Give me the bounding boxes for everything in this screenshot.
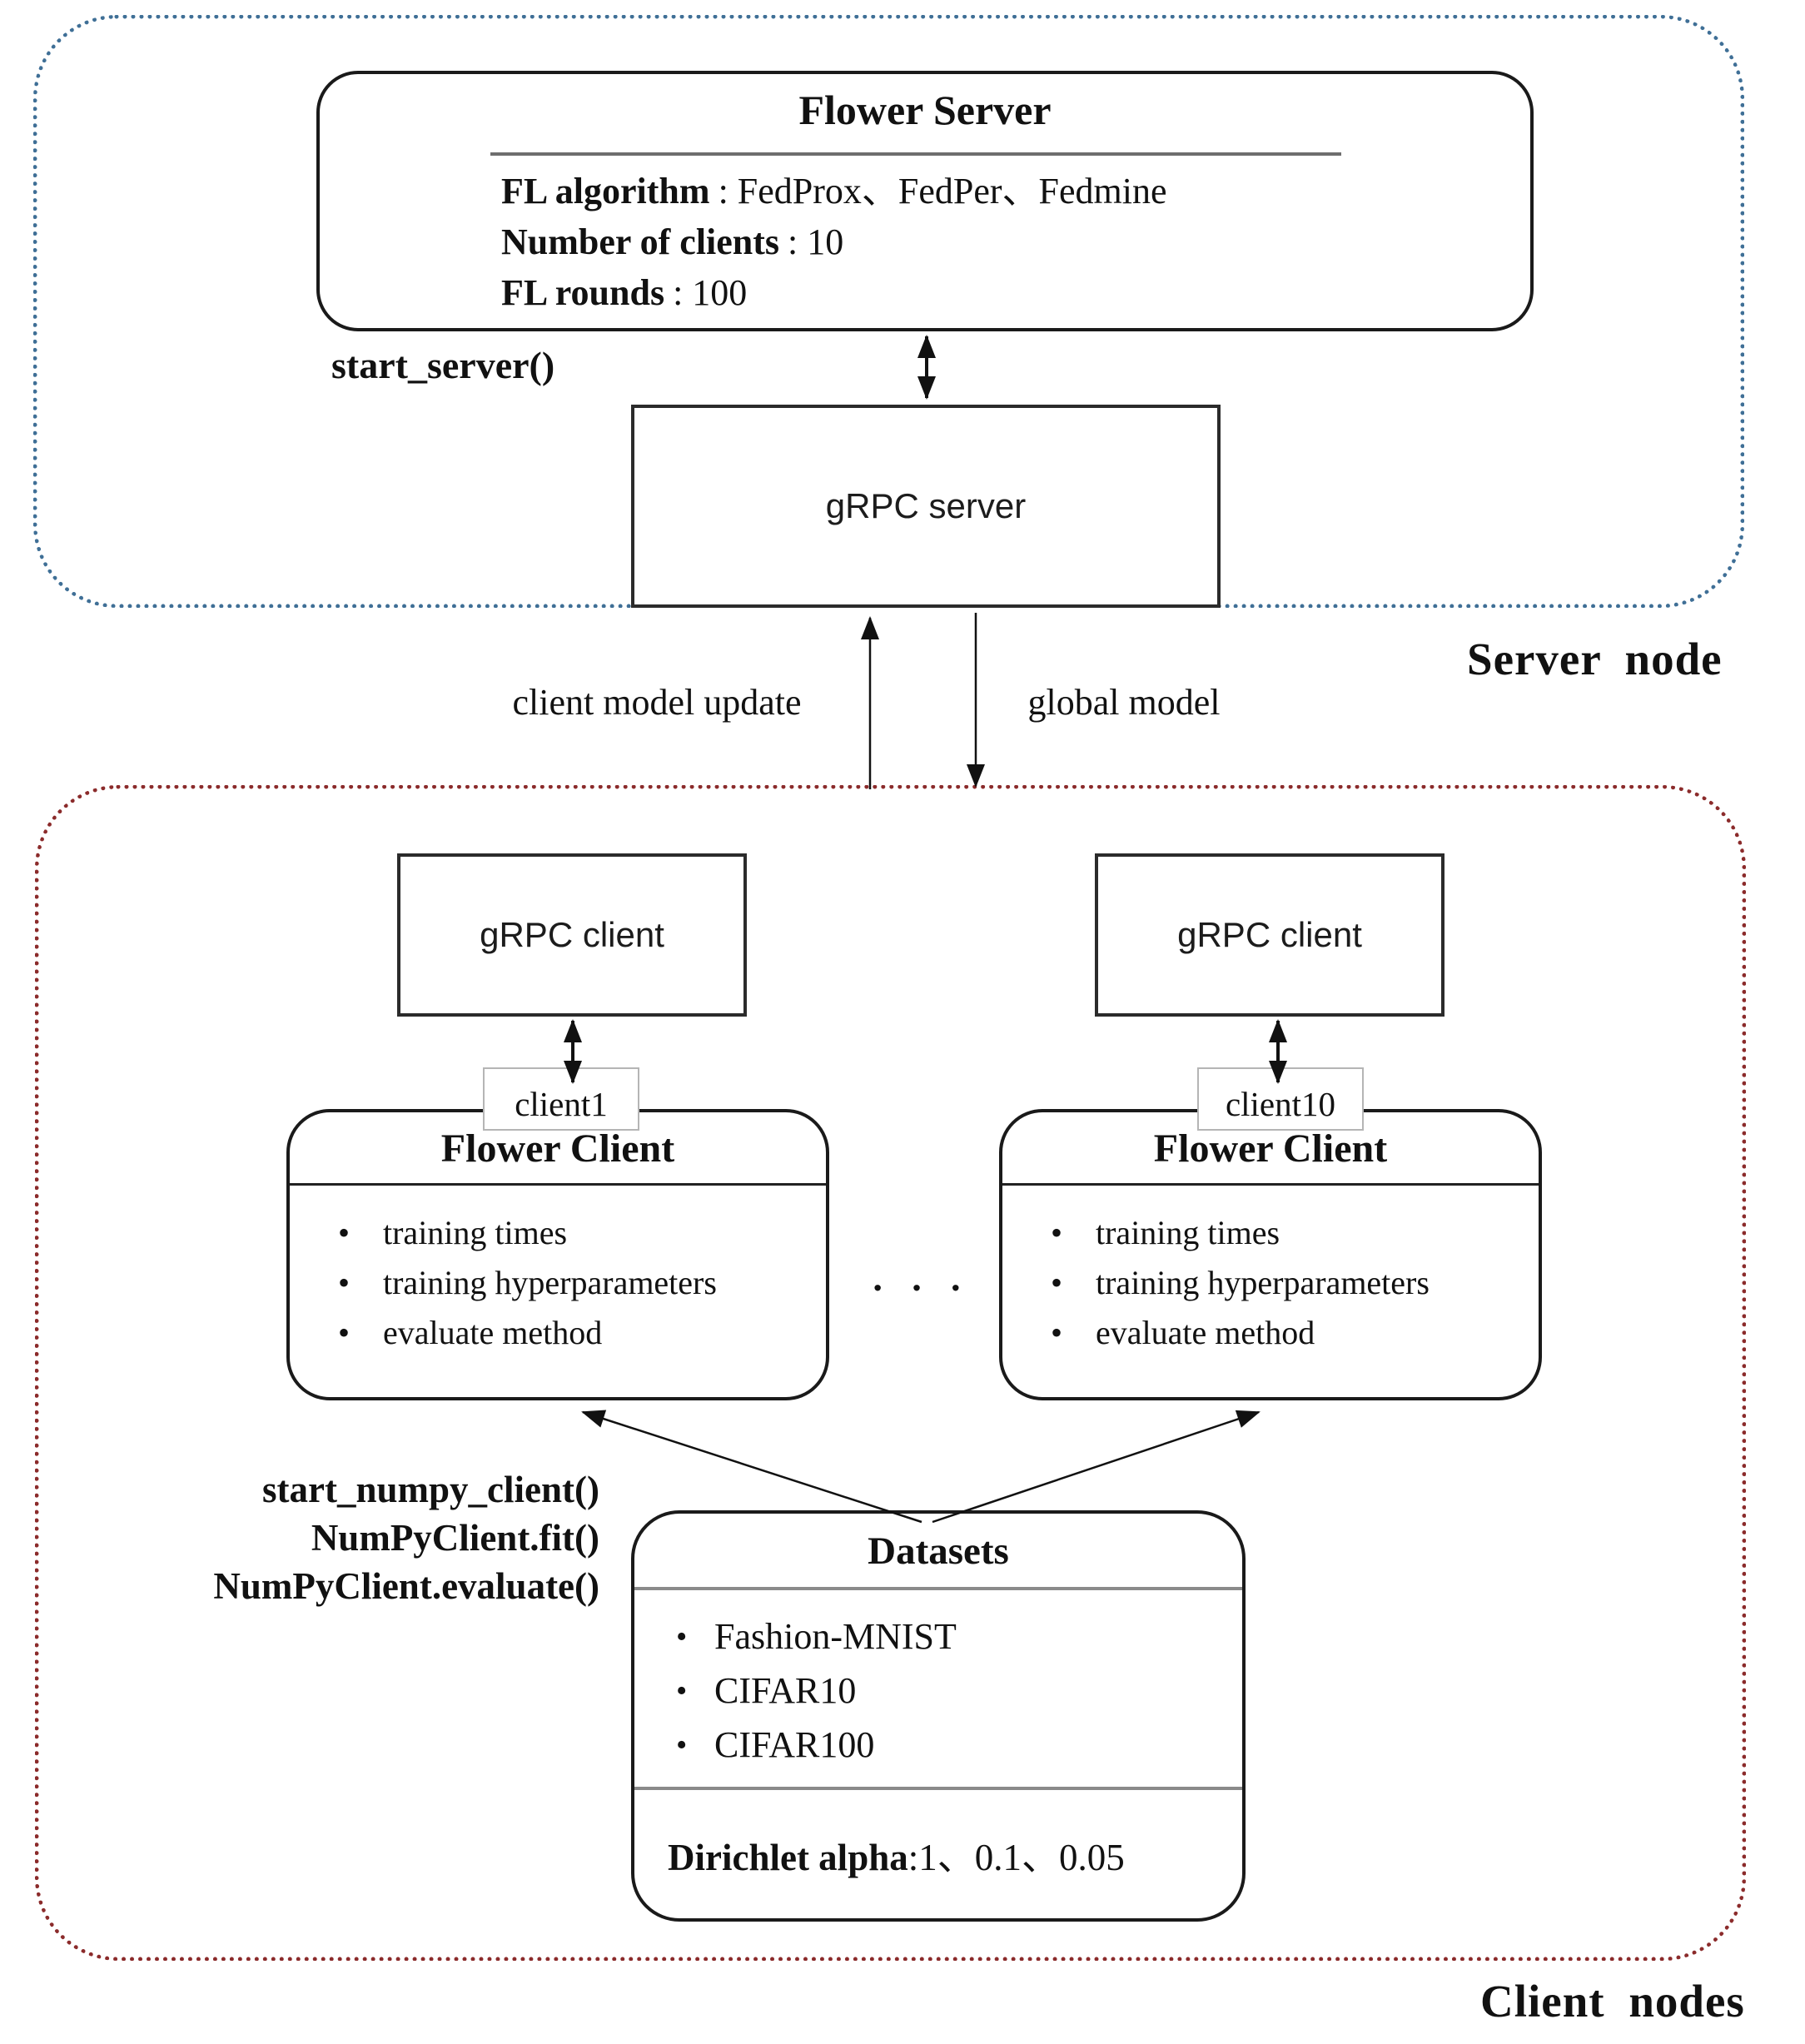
grpc-client-label-10: gRPC client <box>1177 915 1362 954</box>
client1-tag-text: client1 <box>515 1085 608 1123</box>
flower-server-box: Flower Server FL algorithm: FedProx、FedP… <box>316 71 1534 331</box>
global-model-label: global model <box>1027 682 1221 723</box>
flower-client-list-1: • training times • training hyperparameter… <box>335 1214 826 1352</box>
datasets-title: Datasets <box>868 1529 1009 1573</box>
flower-server-title: Flower Server <box>798 87 1052 133</box>
start-numpy-client-label: start_numpy_client() <box>262 1469 599 1510</box>
clients-ellipsis: · · · <box>871 1266 971 1309</box>
dirichlet-alpha-label: Dirichlet alpha <box>668 1837 908 1878</box>
number-of-clients-value: : 10 <box>788 221 844 262</box>
bullet-text: evaluate method <box>383 1314 603 1351</box>
bullet-text: CIFAR100 <box>714 1724 875 1765</box>
bullet-text: Fashion-MNIST <box>714 1616 957 1657</box>
list-item: • training hyperparameters <box>335 1264 826 1302</box>
bullet-icon: • <box>676 1728 688 1763</box>
grpc-server-label: gRPC server <box>825 486 1027 525</box>
client-nodes-region <box>35 785 1746 1961</box>
dirichlet-alpha-value: :1、0.1、0.05 <box>907 1837 1125 1878</box>
dirichlet-alpha-row: Dirichlet alpha:1、0.1、0.05 <box>668 1827 1242 1881</box>
list-item: • training times <box>1047 1214 1539 1252</box>
grpc-client-label-1: gRPC client <box>480 915 664 954</box>
start-server-label: start_server() <box>331 344 555 386</box>
client-api-labels: start_numpy_client() NumPyClient.fit() N… <box>107 1465 599 1610</box>
bullet-text: training times <box>1096 1214 1280 1251</box>
bullet-text: CIFAR10 <box>714 1670 857 1711</box>
client-model-update-label: client model update <box>512 682 802 723</box>
server-node-caption: Server node <box>1467 634 1723 684</box>
bullet-icon: • <box>1051 1214 1063 1251</box>
numpyclient-fit-label: NumPyClient.fit() <box>311 1517 599 1559</box>
flower-client-title-1: Flower Client <box>290 1112 826 1186</box>
client10-tag-text: client10 <box>1225 1085 1336 1123</box>
fl-algorithm-value: : FedProx、FedPer、Fedmine <box>718 171 1167 211</box>
flower-client-title-10: Flower Client <box>1002 1112 1539 1186</box>
client1-tag: client1 <box>483 1067 639 1131</box>
fl-algorithm-label: FL algorithm <box>501 171 710 211</box>
flower-client-list-10: • training times • training hyperparameter… <box>1047 1214 1539 1352</box>
datasets-box: Datasets • Fashion-MNIST • CIFAR10 • CIFAR1… <box>631 1510 1246 1922</box>
list-item: • evaluate method <box>1047 1314 1539 1352</box>
number-of-clients-label: Number of clients <box>501 221 780 262</box>
bullet-icon: • <box>676 1673 688 1708</box>
list-item: • CIFAR100 <box>671 1725 1242 1765</box>
bullet-icon: • <box>338 1264 351 1301</box>
bullet-icon: • <box>338 1314 351 1351</box>
flower-server-rows: FL algorithm: FedProx、FedPer、Fedmine Num… <box>501 166 1530 318</box>
datasets-divider-bottom <box>634 1787 1242 1790</box>
fl-rounds-value: : 100 <box>673 272 748 313</box>
list-item: • CIFAR10 <box>671 1671 1242 1711</box>
flower-client-box-10: Flower Client • training times • training … <box>999 1109 1542 1400</box>
bullet-text: training hyperparameters <box>1096 1264 1430 1301</box>
client10-tag: client10 <box>1197 1067 1364 1131</box>
numpyclient-evaluate-label: NumPyClient.evaluate() <box>213 1565 599 1607</box>
datasets-divider-top <box>634 1587 1242 1590</box>
number-of-clients-row: Number of clients: 10 <box>501 216 1530 267</box>
list-item: • training hyperparameters <box>1047 1264 1539 1302</box>
grpc-server-box: gRPC server <box>631 405 1221 608</box>
bullet-icon: • <box>676 1619 688 1654</box>
flower-server-divider <box>490 152 1341 156</box>
fl-algorithm-row: FL algorithm: FedProx、FedPer、Fedmine <box>501 166 1530 216</box>
flower-client-box-1: Flower Client • training times • training … <box>286 1109 829 1400</box>
list-item: • Fashion-MNIST <box>671 1617 1242 1657</box>
grpc-client-box-1: gRPC client <box>397 853 747 1017</box>
bullet-icon: • <box>338 1214 351 1251</box>
fl-rounds-label: FL rounds <box>501 272 665 313</box>
list-item: • training times <box>335 1214 826 1252</box>
bullet-icon: • <box>1051 1314 1063 1351</box>
bullet-text: evaluate method <box>1096 1314 1315 1351</box>
bullet-text: training hyperparameters <box>383 1264 717 1301</box>
client-nodes-caption: Client nodes <box>1480 1976 1745 2027</box>
datasets-list: • Fashion-MNIST • CIFAR10 • CIFAR100 <box>671 1617 1242 1765</box>
list-item: • evaluate method <box>335 1314 826 1352</box>
grpc-client-box-10: gRPC client <box>1095 853 1444 1017</box>
bullet-text: training times <box>383 1214 568 1251</box>
bullet-icon: • <box>1051 1264 1063 1301</box>
fl-rounds-row: FL rounds: 100 <box>501 267 1530 318</box>
